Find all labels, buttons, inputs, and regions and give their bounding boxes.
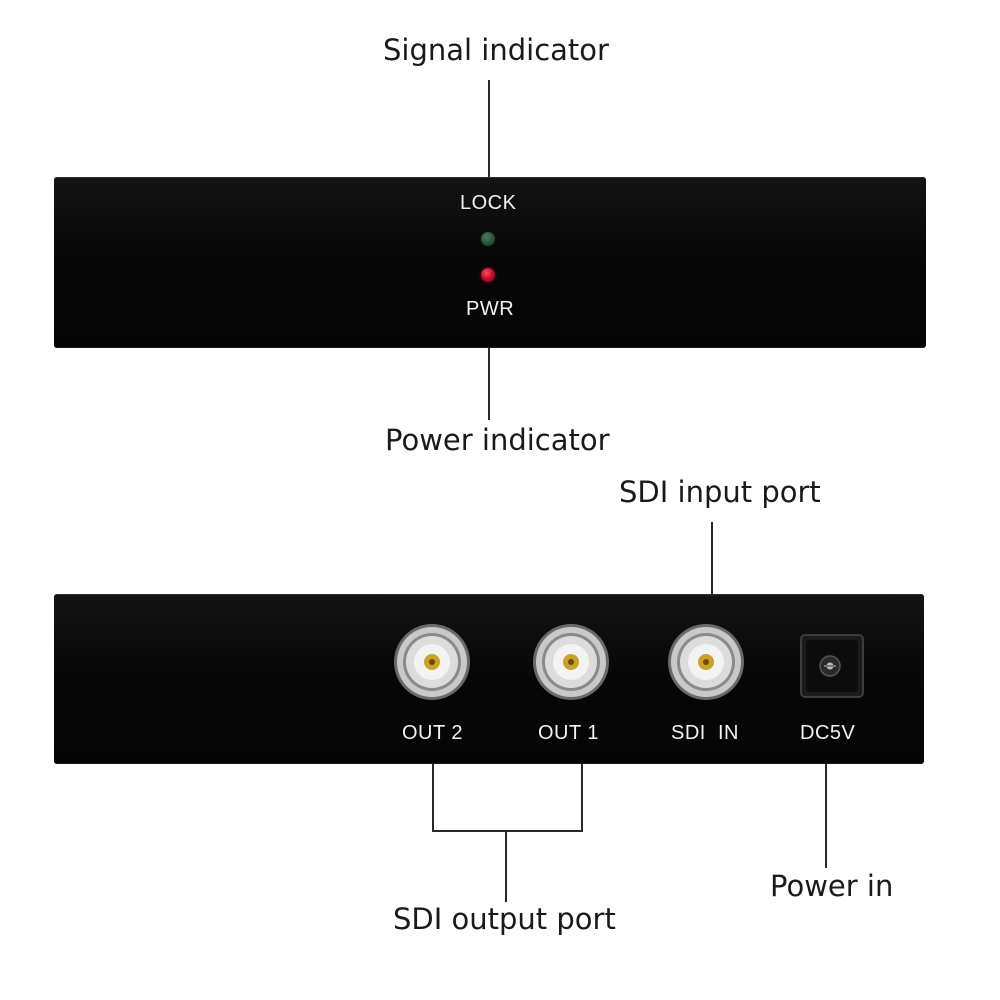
power-in-leader-line — [825, 764, 827, 868]
front-panel: LOCK PWR — [54, 177, 926, 348]
sdi-input-leader-line — [711, 522, 713, 594]
power-in-callout: Power in — [770, 869, 894, 903]
out2-leader-line — [432, 764, 434, 832]
lock-label: LOCK — [460, 192, 517, 214]
bnc-out2-connector — [394, 624, 470, 700]
sdi-output-leader-line — [505, 830, 507, 902]
out1-leader-line — [581, 764, 583, 832]
sdi-input-callout: SDI input port — [619, 475, 821, 509]
power-indicator-leader-line — [488, 348, 490, 420]
rear-panel: OUT 2 OUT 1 SDI IN DC5V — [54, 594, 924, 764]
lock-led — [481, 232, 495, 246]
bnc-sdi-in-connector — [668, 624, 744, 700]
out1-label: OUT 1 — [538, 722, 600, 744]
sdi-output-bracket-line — [432, 830, 583, 832]
sdi-in-label: SDI IN — [671, 722, 739, 744]
power-led — [481, 268, 495, 282]
signal-indicator-callout: Signal indicator — [383, 33, 609, 67]
bnc-out1-connector — [533, 624, 609, 700]
signal-indicator-leader-line — [488, 80, 490, 180]
out2-label: OUT 2 — [402, 722, 464, 744]
dc-power-jack — [800, 634, 864, 698]
dc5v-label: DC5V — [800, 722, 856, 744]
pwr-label: PWR — [466, 298, 515, 320]
power-indicator-callout: Power indicator — [385, 423, 610, 457]
sdi-output-callout: SDI output port — [393, 902, 616, 936]
